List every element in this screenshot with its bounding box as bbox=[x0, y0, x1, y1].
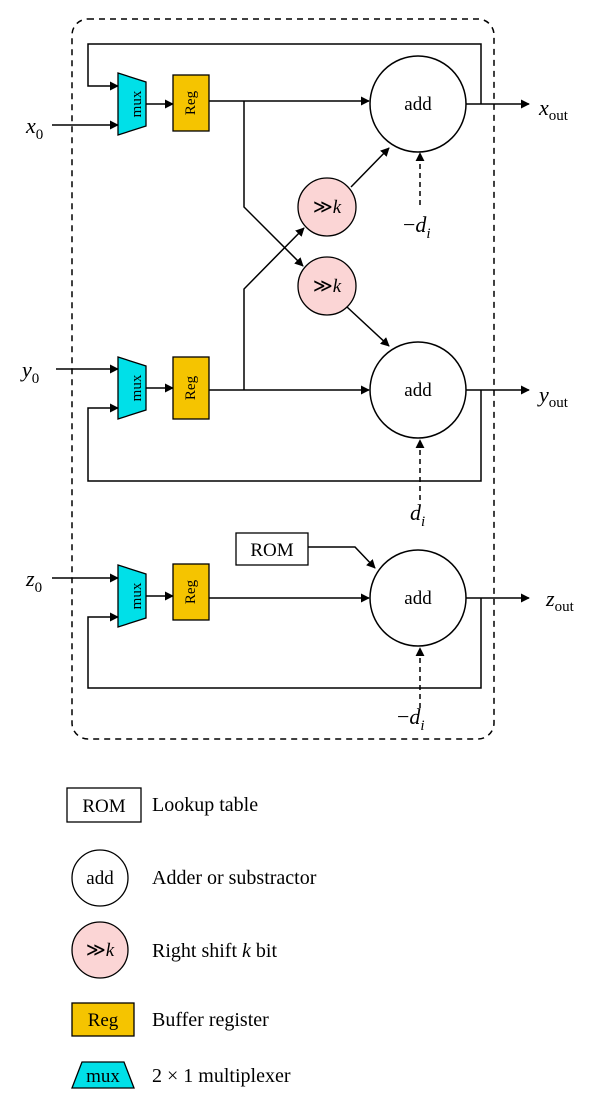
shift-to-y-add-wire bbox=[346, 306, 390, 347]
z-adder-label: add bbox=[404, 588, 432, 609]
legend-add-text: Adder or substractor bbox=[152, 867, 317, 889]
x-adder bbox=[369, 55, 467, 153]
legend-mux-symbol-label: mux bbox=[86, 1066, 120, 1087]
shift-upper-label: ≫k bbox=[313, 197, 342, 218]
y-adder-label: add bbox=[404, 380, 432, 401]
x-feedback-wire bbox=[87, 43, 482, 104]
legend-shift-symbol-label: ≫k bbox=[86, 940, 115, 961]
y-mux bbox=[117, 356, 147, 420]
legend-add-symbol bbox=[71, 849, 129, 907]
x-direction-label: −di bbox=[403, 212, 431, 242]
x-reg-label: Reg bbox=[183, 90, 199, 115]
z-out-label: zout bbox=[545, 586, 575, 615]
x-reg bbox=[172, 74, 210, 132]
legend-reg-text: Buffer register bbox=[152, 1009, 269, 1031]
x-to-shift-wire bbox=[243, 101, 304, 267]
rom-label: ROM bbox=[250, 540, 293, 561]
y-reg-label: Reg bbox=[183, 375, 199, 400]
shifters: ≫k ≫k bbox=[297, 177, 357, 316]
y-adder bbox=[369, 341, 467, 439]
legend-item-add: add Adder or substractor bbox=[71, 849, 317, 907]
z-adder bbox=[369, 549, 467, 647]
legend-item-reg: Reg Buffer register bbox=[71, 1002, 269, 1037]
y0-label: y0 bbox=[20, 357, 39, 387]
y-to-shift-wire bbox=[243, 227, 305, 390]
legend-reg-symbol bbox=[71, 1002, 135, 1037]
legend-shift-text: Right shift k bit bbox=[152, 940, 277, 962]
y-reg bbox=[172, 356, 210, 420]
shift-to-x-add-wire bbox=[350, 147, 390, 188]
legend-mux-symbol bbox=[71, 1061, 135, 1089]
z-reg-label: Reg bbox=[183, 579, 199, 604]
shift-upper bbox=[297, 177, 357, 237]
z0-label: z0 bbox=[25, 566, 42, 596]
x-mux-label: mux bbox=[129, 90, 145, 117]
legend-item-shift: ≫k Right shift k bit bbox=[71, 921, 277, 979]
z-reg bbox=[172, 563, 210, 621]
x0-label: x0 bbox=[25, 113, 43, 143]
x-mux bbox=[117, 72, 147, 136]
x-out-label: xout bbox=[538, 95, 569, 124]
legend: ROM Lookup table add Adder or substracto… bbox=[66, 787, 317, 1089]
legend-rom-text: Lookup table bbox=[152, 794, 258, 816]
y-feedback-wire bbox=[87, 390, 482, 482]
y-out-label: yout bbox=[537, 382, 569, 411]
processor-boundary bbox=[71, 18, 495, 740]
x-adder-label: add bbox=[404, 94, 432, 115]
rom-to-add-wire bbox=[308, 546, 376, 569]
legend-shift-symbol bbox=[71, 921, 129, 979]
y-row: mux Reg add y0 yout di bbox=[20, 227, 569, 530]
legend-rom-symbol-label: ROM bbox=[82, 796, 125, 817]
legend-item-rom: ROM Lookup table bbox=[66, 787, 258, 823]
y-mux-label: mux bbox=[129, 374, 145, 401]
z-row: mux Reg ROM add z0 zout −di bbox=[25, 532, 575, 734]
z-direction-label: −di bbox=[397, 704, 425, 734]
legend-reg-symbol-label: Reg bbox=[88, 1010, 119, 1031]
legend-rom-symbol bbox=[66, 787, 142, 823]
legend-item-mux: mux 2 × 1 multiplexer bbox=[71, 1061, 291, 1089]
shift-lower-label: ≫k bbox=[313, 276, 342, 297]
legend-add-symbol-label: add bbox=[86, 868, 114, 889]
z-mux bbox=[117, 564, 147, 628]
y-direction-label: di bbox=[410, 500, 425, 530]
x-row: mux Reg add x0 xout −di bbox=[25, 43, 569, 267]
z-feedback-wire bbox=[87, 598, 482, 689]
rom-block bbox=[235, 532, 309, 566]
legend-mux-text: 2 × 1 multiplexer bbox=[152, 1065, 291, 1087]
z-mux-label: mux bbox=[129, 582, 145, 609]
shift-lower bbox=[297, 256, 357, 316]
